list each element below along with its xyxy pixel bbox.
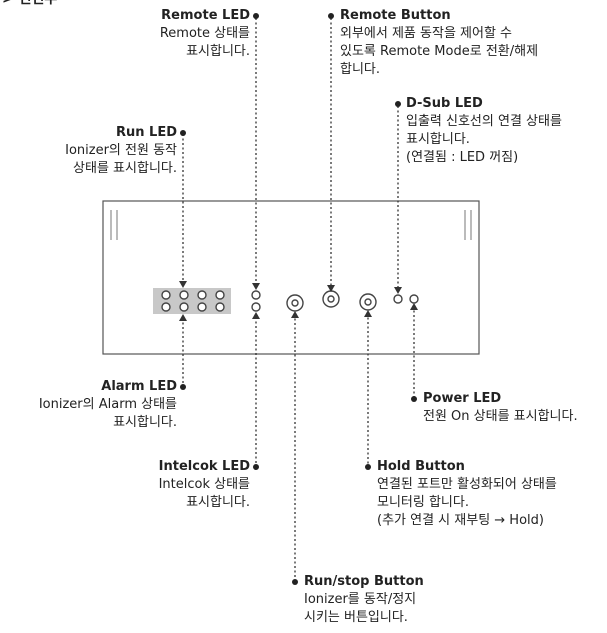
arrow-power-led xyxy=(410,303,418,310)
hold-button-desc-2: 모니터링 합니다. xyxy=(377,495,469,510)
remote-button-desc-2: 있도록 Remote Mode로 전환/해제 xyxy=(340,44,539,59)
dot-intelcok-led xyxy=(253,464,259,470)
hold-button-label: Hold Button 연결된 포트만 활성화되어 상태를 모니터링 합니다. … xyxy=(377,458,557,530)
alarm-led-desc-2: 표시합니다. xyxy=(113,415,177,430)
alarm-led-title: Alarm LED xyxy=(101,379,177,394)
dsub-led-desc-1: 입출력 신호선의 연결 상태를 xyxy=(406,114,562,129)
remote-led-title: Remote LED xyxy=(161,8,250,23)
arrow-intelcok-led xyxy=(252,312,260,319)
dsub-led-symbol xyxy=(393,294,403,304)
intelcok-led-desc-1: Intelcok 상태를 xyxy=(158,477,250,492)
remote-button-symbol xyxy=(322,290,340,308)
run-led-desc-2: 상태를 표시합니다. xyxy=(73,161,177,176)
port-led-grid xyxy=(153,288,231,314)
hold-button-desc-1: 연결된 포트만 활성화되어 상태를 xyxy=(377,477,557,492)
remote-led-symbol xyxy=(251,290,261,300)
alarm-led-label: Alarm LED Ionizer의 Alarm 상태를 표시합니다. xyxy=(39,378,177,432)
remote-led-label: Remote LED Remote 상태를 표시합니다. xyxy=(160,7,250,61)
dsub-led-desc-2: 표시합니다. xyxy=(406,132,470,147)
hold-button-desc-3: (추가 연결 시 재부팅 → Hold) xyxy=(377,513,544,528)
dot-run-led xyxy=(180,130,186,136)
power-led-title: Power LED xyxy=(423,391,502,406)
run-stop-button-desc-2: 시키는 버튼입니다. xyxy=(304,610,408,625)
arrow-alarm-led xyxy=(179,314,187,321)
power-led-label: Power LED 전원 On 상태를 표시합니다. xyxy=(423,390,578,426)
arrow-run-led xyxy=(179,281,187,288)
arrow-dsub-led xyxy=(394,287,402,294)
run-stop-button-label: Run/stop Button Ionizer를 동작/정지 시키는 버튼입니다… xyxy=(304,573,424,627)
dot-power-led xyxy=(411,396,417,402)
arrow-remote-button xyxy=(327,285,335,292)
dot-remote-button xyxy=(328,13,334,19)
intelcok-led-title: Intelcok LED xyxy=(158,459,250,474)
run-stop-button-desc-1: Ionizer를 동작/정지 xyxy=(304,592,417,607)
arrow-remote-led xyxy=(252,283,260,290)
arrow-hold-button xyxy=(364,310,372,317)
run-led-title: Run LED xyxy=(115,125,177,140)
remote-button-desc-3: 합니다. xyxy=(340,62,381,77)
dot-remote-led xyxy=(253,13,259,19)
run-led-desc-1: Ionizer의 전원 동작 xyxy=(65,143,177,158)
dot-dsub-led xyxy=(395,101,401,107)
run-stop-button-title: Run/stop Button xyxy=(304,574,424,589)
remote-led-desc-1: Remote 상태를 xyxy=(159,26,250,41)
intelcok-led-symbol xyxy=(251,302,261,312)
alarm-led-desc-1: Ionizer의 Alarm 상태를 xyxy=(38,397,177,412)
dsub-led-label: D-Sub LED 입출력 신호선의 연결 상태를 표시합니다. (연결됨 : … xyxy=(406,95,562,167)
power-led-desc-1: 전원 On 상태를 표시합니다. xyxy=(423,409,578,424)
intelcok-led-desc-2: 표시합니다. xyxy=(186,495,250,510)
hold-button-symbol xyxy=(359,293,377,311)
arrow-run-stop xyxy=(291,311,299,318)
remote-led-desc-2: 표시합니다. xyxy=(186,44,250,59)
device-housing xyxy=(102,200,480,355)
dsub-led-title: D-Sub LED xyxy=(406,96,483,111)
remote-button-label: Remote Button 외부에서 제품 동작을 제어할 수 있도록 Remo… xyxy=(340,7,538,79)
dsub-led-desc-3: (연결됨 : LED 꺼짐) xyxy=(406,150,519,165)
section-title: > 전면부 xyxy=(2,0,57,8)
remote-button-desc-1: 외부에서 제품 동작을 제어할 수 xyxy=(340,26,513,41)
run-led-label: Run LED Ionizer의 전원 동작 상태를 표시합니다. xyxy=(65,124,177,178)
power-led-symbol xyxy=(409,294,419,304)
dot-alarm-led xyxy=(180,384,186,390)
remote-button-title: Remote Button xyxy=(340,8,451,23)
dot-run-stop xyxy=(292,579,298,585)
hold-button-title: Hold Button xyxy=(377,459,465,474)
dot-hold-button xyxy=(365,464,371,470)
run-stop-button-symbol xyxy=(286,294,304,312)
intelcok-led-label: Intelcok LED Intelcok 상태를 표시합니다. xyxy=(159,458,250,512)
